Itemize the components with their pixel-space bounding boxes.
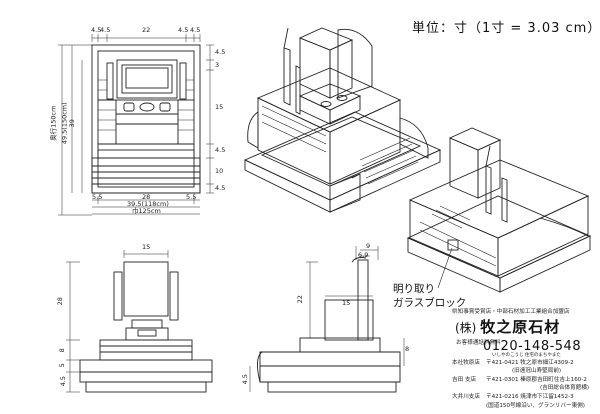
dim-bottom-1: 5.5 [92, 193, 103, 201]
front-elevation [58, 34, 214, 216]
dim-bottom-total2: 巾125cm [132, 207, 161, 215]
dim-bl-1: 28 [55, 297, 64, 306]
dim-bl-2: 8 [57, 348, 66, 353]
branch-2-name: 吉田 支店 [452, 377, 477, 383]
dim-right-5: 10 [215, 167, 224, 175]
callout-line-2: ガラスブロック [393, 297, 467, 309]
dim-sv-3: 22 [295, 295, 304, 304]
dim-bottom-total1: 39.5(118cm) [127, 200, 169, 208]
company-name: 牧之原石材 [480, 318, 561, 336]
phone-sub: いしやのこうじ 住宅のまちやまた [492, 353, 561, 358]
isometric-view-front [243, 27, 442, 213]
branch-3-sub: (国道150号線沿い、グランリバー東側) [486, 403, 585, 409]
branch-3-name: 大井川支店 [452, 394, 480, 400]
free-call-label: お客様通話料無料 [456, 340, 501, 346]
dim-right-1: 4.5 [215, 48, 226, 56]
dim-top-5: 4.5 [190, 26, 201, 34]
dim-top-2: 4.5 [100, 26, 111, 34]
dim-left-total: 奥行150cm [49, 105, 58, 141]
company-prefix: (株) [455, 321, 477, 335]
dim-sv-6: 4.5 [240, 374, 249, 385]
dim-sv-4: 15 [342, 299, 351, 307]
dim-right-4: 4.5 [215, 146, 226, 154]
unit-note: 単位：寸（1寸 = 3.03 cm） [412, 21, 600, 36]
dim-bl-3: 5 [57, 363, 66, 368]
dim-top-3: 22 [142, 26, 151, 34]
glass-block-window [447, 239, 459, 251]
dim-sv-2: 6.9 [358, 251, 369, 259]
branch-3-addr: 〒421-0216 焼津市下江留1452-3 [486, 394, 574, 400]
branch-2-sub: (吉田総合体育館横) [540, 385, 590, 391]
dim-bl-4: 4.5 [58, 376, 67, 387]
side-view-bottom [249, 246, 405, 393]
glass-block-callout: 明り取り ガラスブロック [393, 282, 466, 310]
dim-sv-5: 8 [405, 345, 410, 353]
dim-sv-1: 9 [366, 242, 371, 250]
dim-right-2: 3 [215, 61, 220, 69]
dim-right-3: 15 [215, 103, 224, 111]
branch-2-addr: 〒421-0301 榛原郡吉田町住吉上160-2 [486, 377, 587, 383]
dim-top-4: 4.5 [178, 26, 189, 34]
front-view-bottom [66, 250, 213, 393]
isometric-view-rear [406, 127, 592, 293]
dim-left-39: 39 [67, 119, 76, 128]
phone-number: 0120-148-548 [483, 339, 582, 354]
company-name-row: (株) 牧之原石材 [455, 320, 560, 335]
branch-1-name: 本社牧原店 [452, 360, 480, 366]
branch-1-sub: (旧遠冠山寿堅局前) [512, 368, 562, 374]
dim-right-6: 4.5 [215, 184, 226, 192]
branch-1-addr: 〒421-0421 牧之原市細江4309-2 [486, 360, 574, 366]
dim-top-1: 4.5 [91, 26, 102, 34]
dim-bottom-2: 28 [142, 193, 151, 201]
dim-bl-top: 15 [142, 243, 151, 251]
dim-bottom-3: 5.5 [186, 193, 197, 201]
company-intro: 県知事賞受賞店・中部石材加工工業組合加盟店 [452, 309, 570, 315]
callout-line-1: 明り取り [393, 283, 435, 295]
